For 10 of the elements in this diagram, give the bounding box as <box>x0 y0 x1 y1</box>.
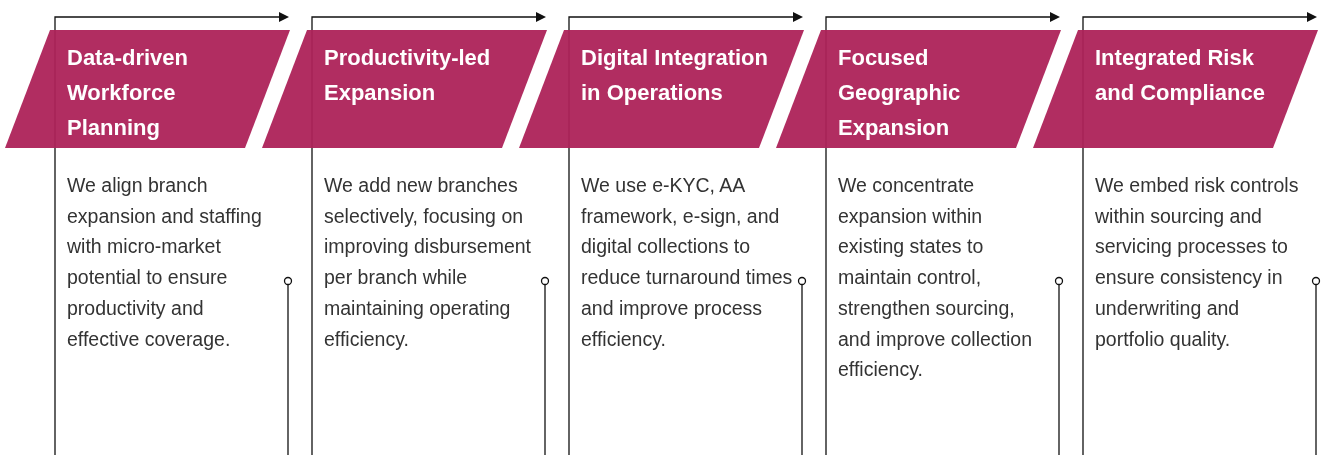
description-text: We align branch expansion and staffing with micro-market potential to ensure productivity and effective coverage. <box>67 173 263 352</box>
header-title: Digital Integration in Operations <box>581 44 769 107</box>
description-text: We add new branches selectively, focusing on improving disbursement per branch while maintaining operating efficiency. <box>324 173 532 352</box>
header-title: Data-driven Workforce Planning <box>67 44 190 142</box>
description-text: We concentrate expansion within existing states to maintain control, strengthen sourcing, and improve collection efficiency. <box>838 173 1034 383</box>
description-text: We use e-KYC, AA framework, e-sign, and digital collections to reduce turnaround times and improve process efficiency. <box>581 173 793 352</box>
header-title: Productivity-led Expansion <box>324 44 492 107</box>
description-text: We embed risk controls within sourcing and servicing processes to ensure consistency in underwriting and portfolio quality. <box>1095 173 1300 352</box>
header-title: Integrated Risk and Compliance <box>1095 44 1266 107</box>
header-title: Focused Geographic Expansion <box>838 44 962 142</box>
